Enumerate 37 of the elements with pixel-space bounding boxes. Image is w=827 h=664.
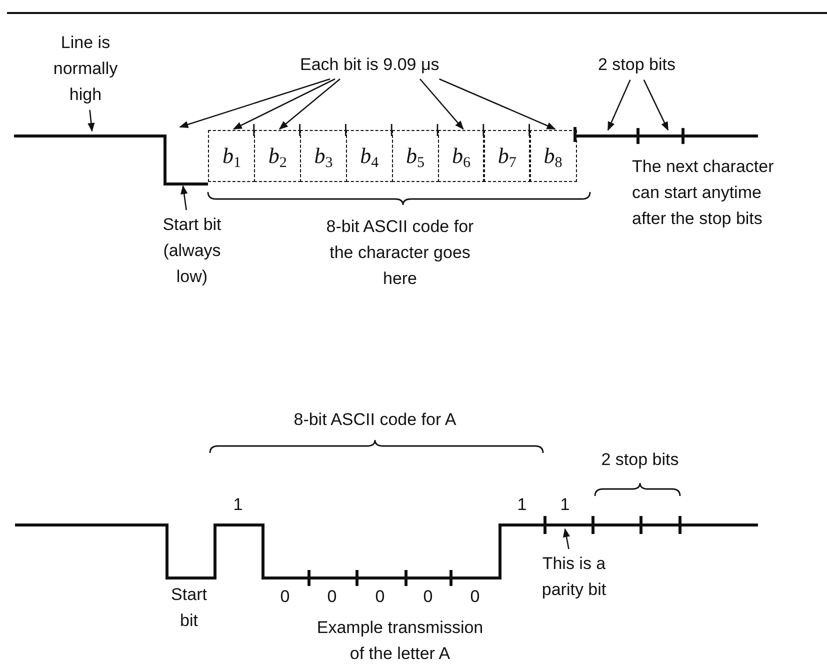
bit-cell: b$_{5}$	[392, 130, 439, 182]
arrow	[180, 185, 188, 210]
arrow	[232, 78, 336, 130]
bit-value: 1	[560, 494, 570, 516]
bit-value: 0	[280, 586, 290, 608]
bit-value: 1	[233, 494, 243, 516]
arrow	[607, 80, 631, 131]
arrow	[88, 110, 95, 132]
arrow	[643, 80, 669, 131]
annotation-text: Start bit (always low)	[154, 212, 230, 290]
arrow	[562, 528, 570, 550]
bit-value: 0	[327, 586, 337, 608]
arrow	[420, 78, 464, 130]
arrow	[439, 78, 556, 130]
bit-cell: b$_{3}$	[300, 130, 348, 182]
annotation-text: 8-bit ASCII code for A	[294, 409, 456, 431]
arrow	[278, 78, 340, 130]
bit-cell: b$_{4}$	[346, 130, 394, 182]
annotation-text: 2 stop bits	[601, 449, 679, 471]
bit-value: 1	[517, 494, 527, 516]
annotation-text: 2 stop bits	[598, 52, 676, 78]
bit-cell: b$_{1}$	[208, 130, 256, 182]
bit-cell: b$_{7}$	[483, 130, 531, 182]
annotation-text: 8-bit ASCII code for the character goes here	[325, 216, 475, 290]
annotation-text: Example transmission of the letter A	[316, 617, 484, 664]
bit-value: 0	[470, 586, 480, 608]
bit-cell: b$_{6}$	[438, 130, 485, 182]
bit-cell: b$_{2}$	[254, 130, 302, 182]
annotation-text: This is a parity bit	[520, 551, 628, 603]
annotation-text: Each bit is 9.09 μs	[300, 52, 440, 78]
bit-cell: b$_{8}$	[529, 130, 577, 182]
annotation-text: Start bit	[170, 584, 208, 632]
bit-value: 0	[423, 586, 433, 608]
bit-value: 0	[375, 586, 385, 608]
annotation-text: Line is normally high	[38, 30, 133, 108]
arrow	[179, 78, 330, 128]
annotation-text: The next character can start anytime after the stop bits	[632, 156, 775, 230]
